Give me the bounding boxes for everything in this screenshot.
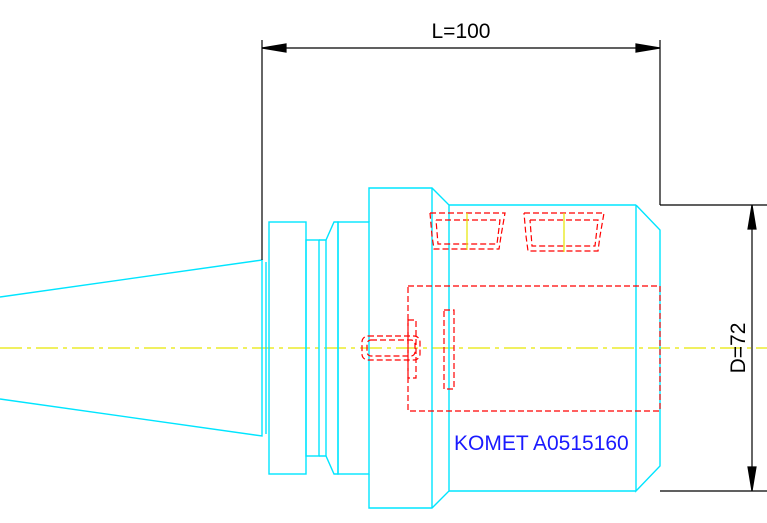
hidden-features bbox=[361, 212, 661, 412]
taper-shank bbox=[0, 259, 267, 437]
length-dimension bbox=[261, 40, 661, 260]
pocket-centerlines bbox=[466, 213, 565, 252]
part-label: KOMET A0515160 bbox=[454, 432, 629, 455]
diameter-dimension bbox=[660, 204, 767, 492]
length-dimension-label: L=100 bbox=[432, 20, 491, 43]
diameter-dimension-label: D=72 bbox=[727, 323, 750, 374]
flange bbox=[268, 221, 370, 475]
holder-body bbox=[368, 187, 661, 509]
